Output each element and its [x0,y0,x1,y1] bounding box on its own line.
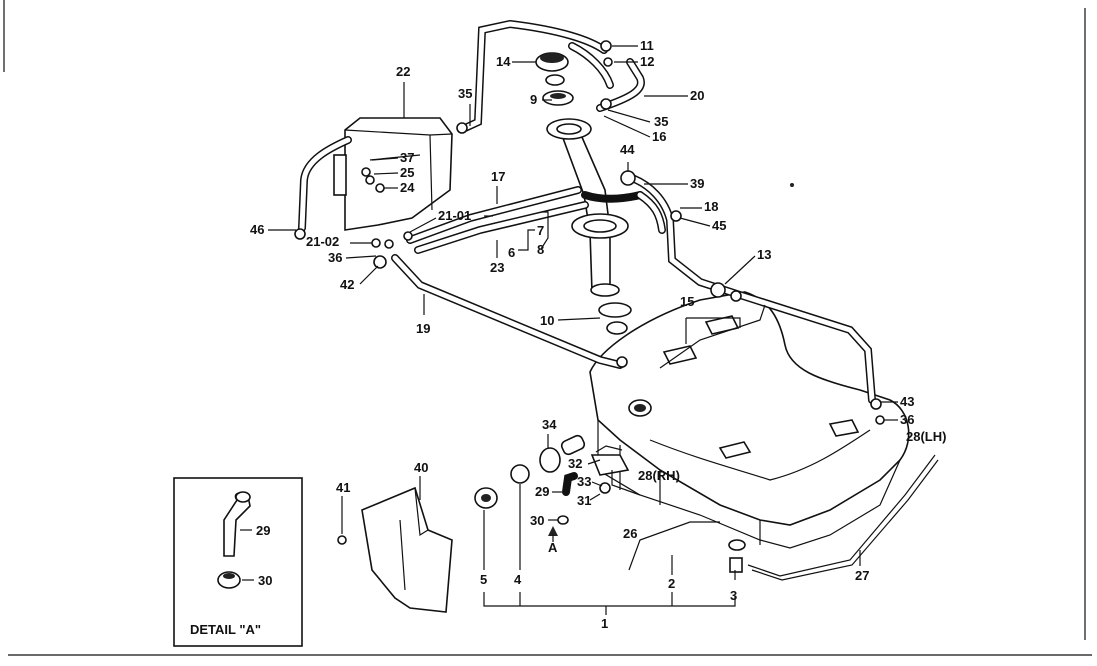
callout-22: 22 [396,64,410,79]
hoses-and-pipes [298,19,876,404]
callout-1: 1 [601,616,608,631]
filler-neck [546,118,644,297]
callout-45: 45 [712,218,726,233]
callout-4: 4 [514,572,522,587]
callout-33: 33 [577,474,591,489]
callout-14: 14 [496,54,511,69]
heat-shield [337,486,453,613]
callout-35-right: 35 [654,114,668,129]
callout-labels: 1 2 3 4 5 6 7 8 9 10 11 12 13 14 15 16 1… [250,38,946,631]
callout-37: 37 [400,150,414,165]
leader-lines [483,211,741,615]
view-arrow-label: A [548,540,558,555]
callout-23: 23 [490,260,504,275]
tank-straps [611,454,939,581]
view-arrow-a [548,526,558,542]
callout-43: 43 [900,394,914,409]
callout-35-left: 35 [458,86,472,101]
callout-32: 32 [568,456,582,471]
callout-16: 16 [652,129,666,144]
callout-21-02: 21-02 [306,234,339,249]
fuel-tank [589,291,910,549]
callout-7: 7 [537,223,544,238]
callout-46: 46 [250,222,264,237]
callout-19: 19 [416,321,430,336]
detail-callout-29: 29 [256,523,270,538]
fittings [294,40,885,425]
callout-24: 24 [400,180,415,195]
callout-36-left: 36 [328,250,342,265]
sender-unit-parts [474,434,630,525]
callout-28-rh: 28(RH) [638,468,680,483]
callout-39: 39 [690,176,704,191]
callout-3: 3 [730,588,737,603]
callout-36-right: 36 [900,412,914,427]
callout-28-lh: 28(LH) [906,429,946,444]
callout-27: 27 [855,568,869,583]
callout-11: 11 [640,38,654,53]
reservoir-tank [333,117,453,231]
callout-15: 15 [680,294,694,309]
stray-dot [790,183,794,187]
callout-10: 10 [540,313,554,328]
page-frame [3,0,1092,656]
callout-2: 2 [668,576,675,591]
callout-25: 25 [400,165,414,180]
callout-42: 42 [340,277,354,292]
detail-callout-30: 30 [258,573,272,588]
callout-leaders [268,45,898,566]
callout-8: 8 [537,242,544,257]
callout-29: 29 [535,484,549,499]
callout-6: 6 [508,245,515,260]
callout-41: 41 [336,480,350,495]
hose-clamp [598,302,632,335]
callout-31: 31 [577,493,591,508]
callout-18: 18 [704,199,718,214]
callout-20: 20 [690,88,704,103]
callout-30: 30 [530,513,544,528]
callout-5: 5 [480,572,487,587]
callout-26: 26 [623,526,637,541]
detail-title: DETAIL "A" [190,622,261,637]
detail-a-box: 29 30 DETAIL "A" [173,477,303,647]
callout-40: 40 [414,460,428,475]
callout-34: 34 [542,417,557,432]
filler-cap [535,52,574,106]
callout-44: 44 [620,142,635,157]
callout-13: 13 [757,247,771,262]
callout-9: 9 [530,92,537,107]
callout-12: 12 [640,54,654,69]
callout-17: 17 [491,169,505,184]
callout-21-01: 21-01 [438,208,471,223]
